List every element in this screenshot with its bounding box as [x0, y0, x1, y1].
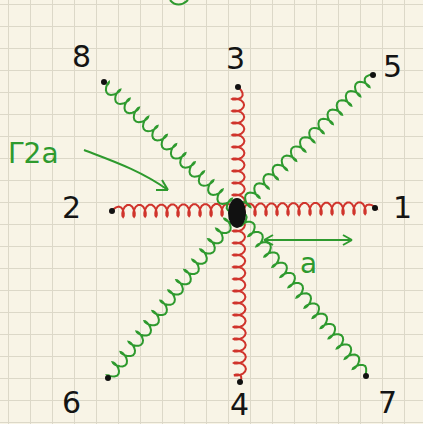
- point: [372, 205, 378, 211]
- spring-line: [237, 73, 375, 213]
- point: [363, 373, 369, 379]
- point: [109, 208, 115, 214]
- point-number: 3: [226, 44, 245, 74]
- spring-lines: [106, 73, 377, 383]
- spring-line: [107, 211, 237, 376]
- point: [370, 72, 376, 78]
- point-number: 2: [62, 193, 81, 223]
- point-number: 8: [72, 42, 91, 72]
- spring-line: [232, 86, 246, 383]
- dimension-arrow: [264, 235, 352, 245]
- annotation: Γ2a: [8, 140, 59, 168]
- point-number: 5: [383, 52, 402, 82]
- point-number: 4: [230, 390, 249, 420]
- point: [235, 84, 241, 90]
- stray-stroke: [170, 0, 188, 5]
- center-mass: [228, 198, 246, 228]
- point-number: 7: [378, 388, 397, 418]
- point-number: 1: [393, 193, 412, 223]
- point: [101, 79, 107, 85]
- spring-line: [236, 212, 366, 377]
- annotation: a: [300, 250, 317, 278]
- point: [105, 375, 111, 381]
- point: [237, 379, 243, 385]
- spring-line: [106, 82, 238, 212]
- point-number: 6: [62, 388, 81, 418]
- leader-arrow: [84, 150, 168, 190]
